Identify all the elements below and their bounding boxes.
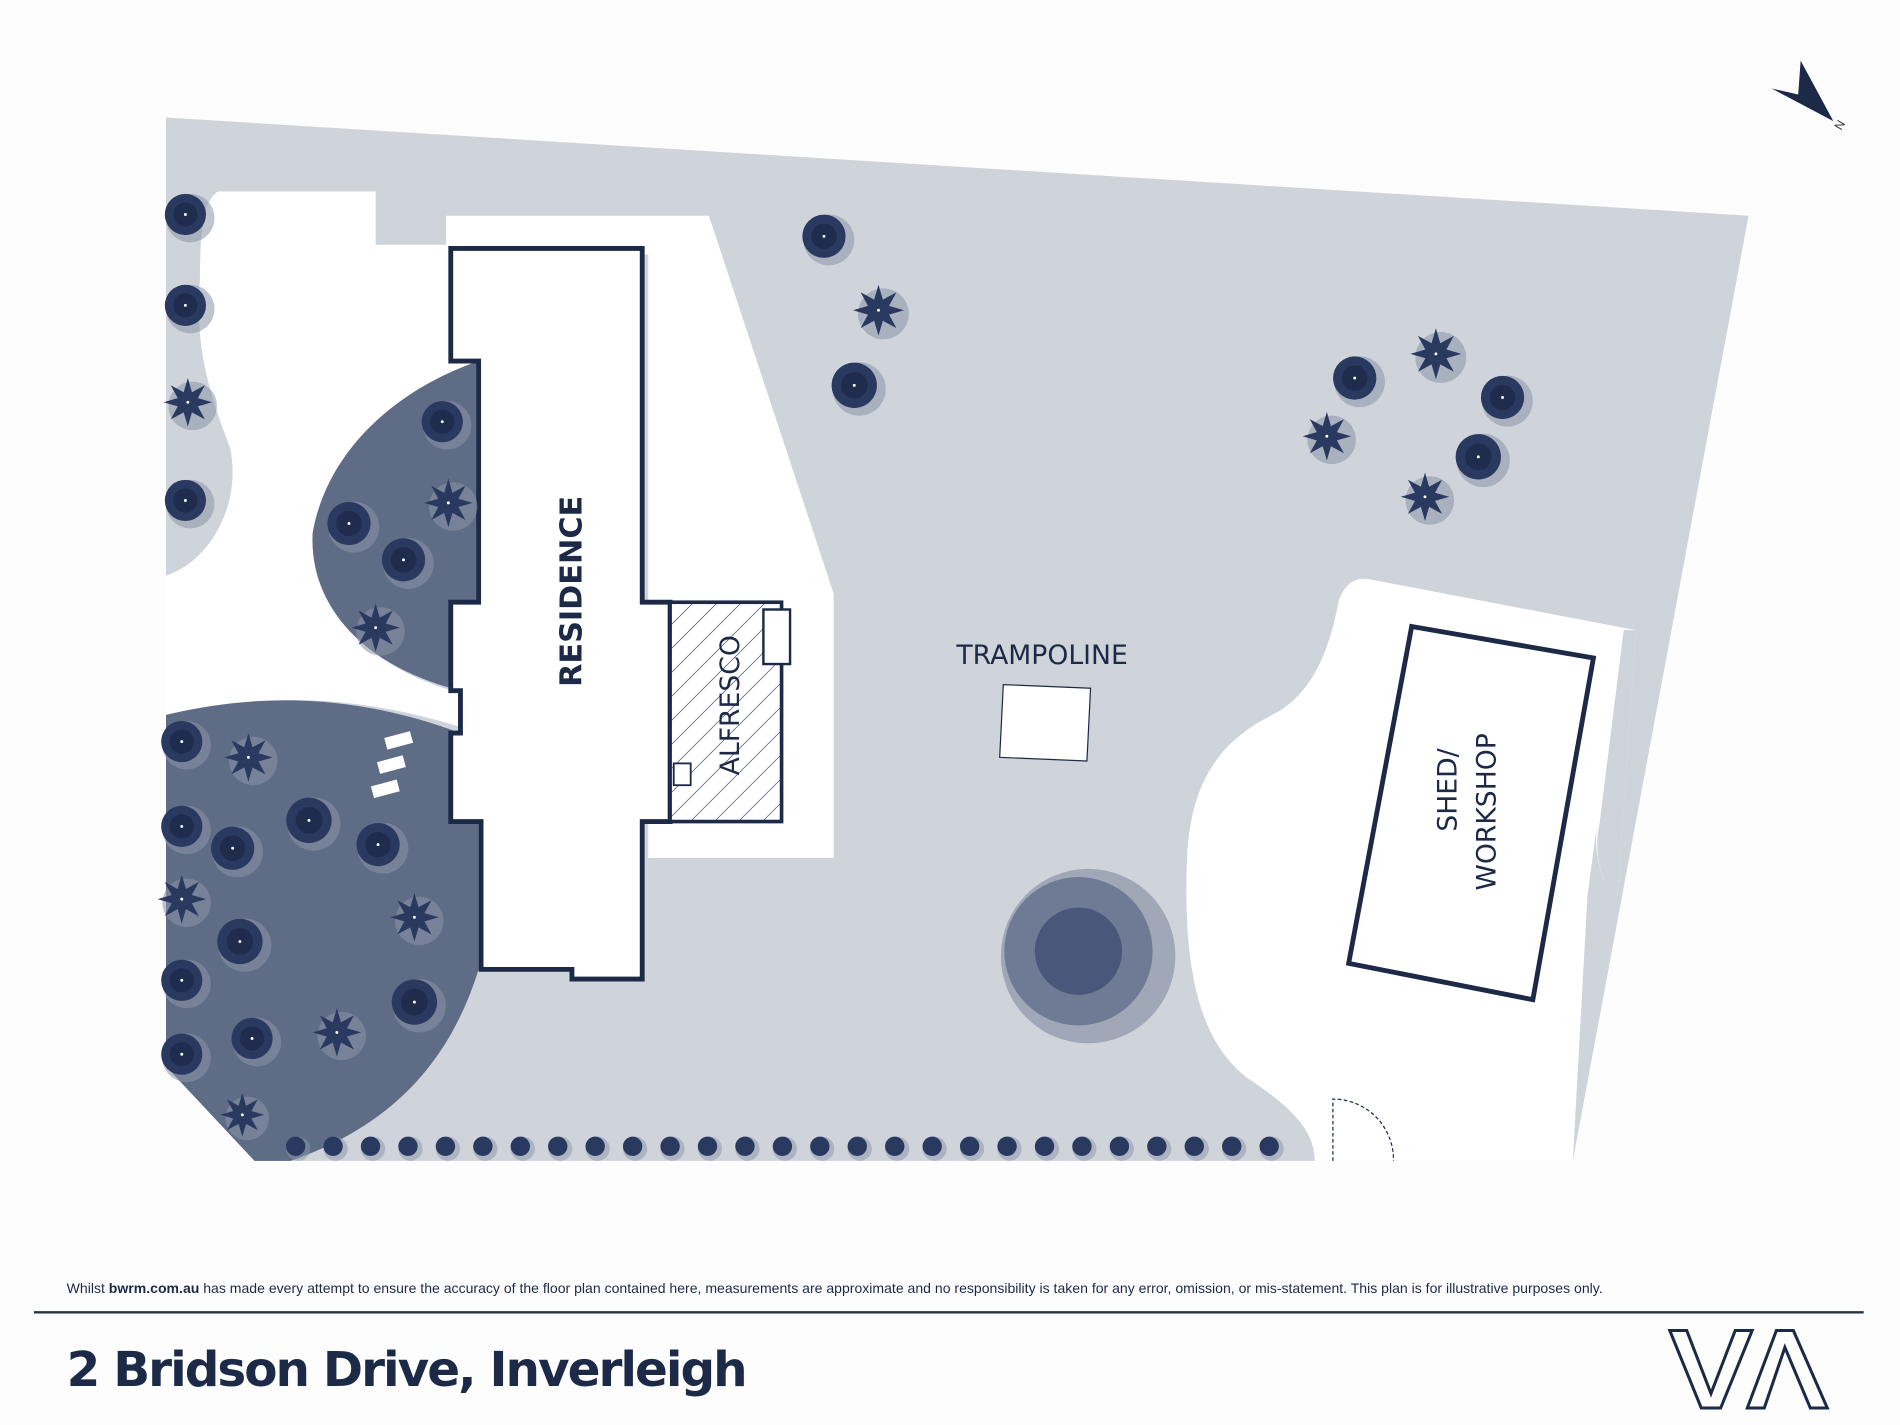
hedge-icon bbox=[1259, 1136, 1279, 1156]
hedge-icon bbox=[847, 1136, 867, 1156]
hedge-icon bbox=[1147, 1136, 1167, 1156]
hedge-icon bbox=[922, 1136, 942, 1156]
tree-icon bbox=[347, 522, 351, 525]
tree-icon bbox=[246, 755, 250, 759]
tree-icon bbox=[1434, 352, 1438, 356]
tree-icon bbox=[335, 1030, 339, 1034]
hedge-icon bbox=[660, 1136, 680, 1156]
gate bbox=[1332, 1098, 1395, 1161]
hedge-icon bbox=[360, 1136, 381, 1156]
tree-icon bbox=[183, 498, 187, 502]
agency-logo bbox=[1667, 1328, 1830, 1410]
shed-label-line1: SHED/ bbox=[1433, 748, 1464, 831]
trampoline-label: TRAMPOLINE bbox=[955, 640, 1127, 671]
hedge-icon bbox=[285, 1136, 306, 1156]
hedge-icon bbox=[772, 1136, 793, 1156]
alfresco-label: ALFRESCO bbox=[715, 635, 746, 775]
tree-icon bbox=[180, 824, 184, 828]
hedge-icon bbox=[735, 1136, 755, 1156]
tree-icon bbox=[852, 383, 856, 387]
tree-icon bbox=[1325, 434, 1329, 438]
tree-icon bbox=[180, 1052, 184, 1056]
steps bbox=[376, 755, 406, 774]
hedge-icon bbox=[435, 1136, 456, 1156]
tree-icon bbox=[231, 846, 235, 850]
trees bbox=[157, 193, 1533, 1161]
steps bbox=[384, 731, 414, 750]
tree-icon bbox=[1501, 395, 1505, 399]
hedge-icon bbox=[1034, 1136, 1055, 1156]
tree-icon bbox=[180, 740, 184, 744]
tree-icon bbox=[186, 400, 190, 404]
tree-icon bbox=[402, 558, 405, 562]
tree-icon bbox=[822, 234, 826, 238]
tree-icon bbox=[238, 940, 242, 943]
shed-workshop bbox=[1345, 623, 1597, 1003]
hedge-icon bbox=[697, 1136, 718, 1156]
hedge-icon bbox=[1072, 1136, 1092, 1156]
hedge-icon bbox=[959, 1136, 980, 1156]
trampoline bbox=[999, 683, 1092, 762]
shed-label-line2: WORKSHOP bbox=[1471, 733, 1502, 890]
disclaimer: Whilst bwrm.com.au has made every attemp… bbox=[67, 1280, 1603, 1296]
shed-pad-strip bbox=[1597, 630, 1636, 897]
tree-icon bbox=[1476, 455, 1480, 459]
hedge-icon bbox=[1222, 1136, 1242, 1156]
hedge-icon bbox=[1184, 1136, 1204, 1156]
steps bbox=[370, 779, 400, 799]
hedge-icon bbox=[810, 1136, 830, 1156]
tree-icon bbox=[183, 213, 187, 216]
hedge-icon bbox=[1109, 1136, 1130, 1156]
hedge-icon bbox=[997, 1136, 1017, 1156]
tree-icon bbox=[1034, 907, 1123, 995]
north-arrow-icon bbox=[1771, 60, 1834, 122]
tree-icon bbox=[183, 303, 187, 307]
tree-icon bbox=[307, 818, 311, 822]
hedge-icon bbox=[510, 1136, 531, 1156]
tree-icon bbox=[250, 1037, 254, 1040]
tree-icon bbox=[440, 420, 444, 424]
tree-icon bbox=[240, 1113, 244, 1117]
tree-icon bbox=[1423, 495, 1427, 499]
hedge-icon bbox=[398, 1136, 418, 1156]
tree-icon bbox=[1353, 376, 1357, 380]
tree-icon bbox=[180, 978, 184, 982]
tree-icon bbox=[376, 843, 380, 847]
hedge-icon bbox=[622, 1136, 643, 1156]
tree-icon bbox=[374, 626, 378, 630]
north-label: N bbox=[1832, 118, 1848, 133]
hedge-icon bbox=[323, 1136, 343, 1156]
bbq bbox=[762, 608, 792, 666]
hedge-icon bbox=[473, 1136, 493, 1156]
driveway bbox=[166, 191, 479, 728]
property-address: 2 Bridson Drive, Inverleigh bbox=[67, 1342, 748, 1398]
tree-icon bbox=[446, 501, 450, 505]
tree-icon bbox=[412, 1000, 416, 1004]
tree-icon bbox=[180, 897, 184, 901]
residence-label: RESIDENCE bbox=[555, 496, 590, 687]
sink bbox=[672, 762, 692, 787]
tree-icon bbox=[877, 308, 880, 312]
tree-icon bbox=[412, 915, 416, 919]
hedge-icon bbox=[548, 1136, 568, 1156]
hedge-icon bbox=[885, 1136, 905, 1156]
hedge-icon bbox=[585, 1136, 605, 1156]
